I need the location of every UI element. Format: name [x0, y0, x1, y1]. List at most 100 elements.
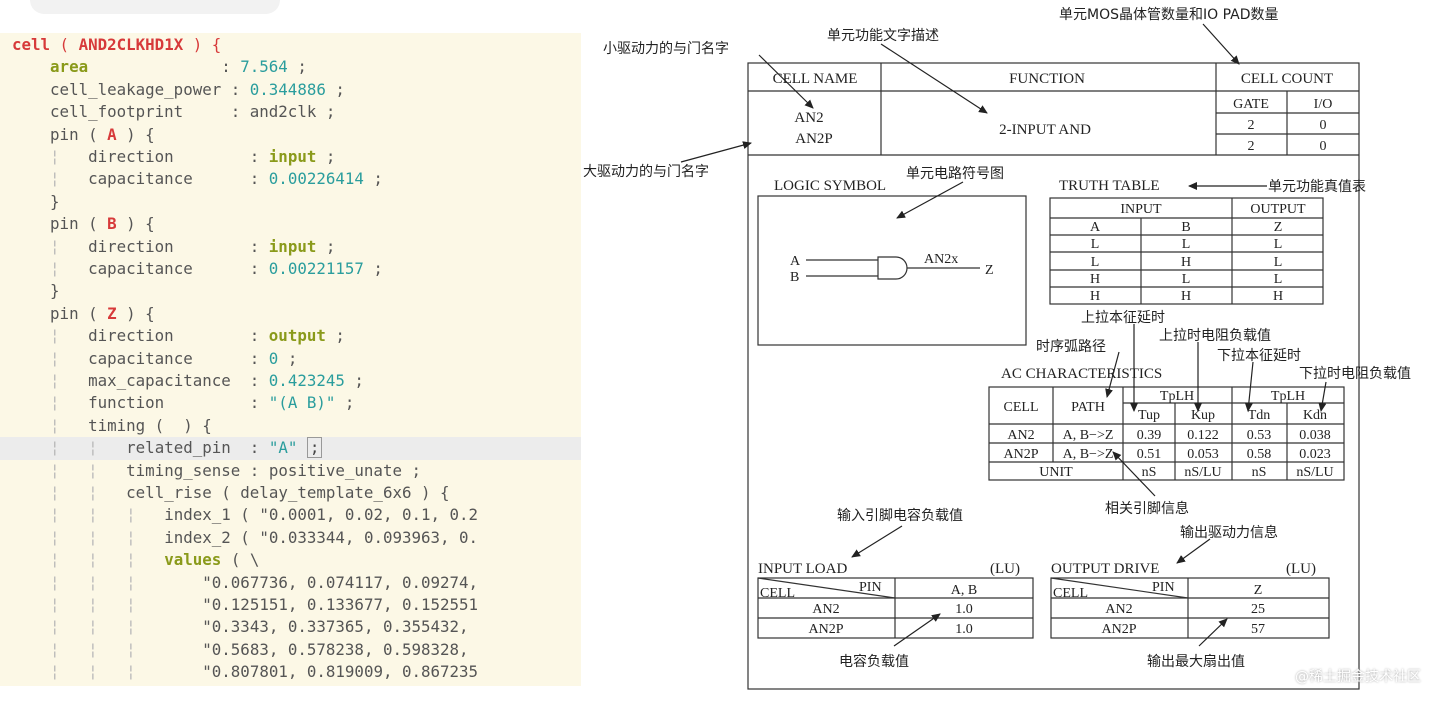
code-token — [12, 595, 50, 614]
code-token — [12, 617, 50, 636]
code-token — [12, 573, 50, 592]
code-line: ¦ max_capacitance : 0.423245 ; — [0, 370, 364, 392]
code-token — [12, 550, 50, 569]
code-line: ¦ direction : input ; — [0, 146, 335, 168]
code-token: ¦ — [50, 460, 60, 480]
code-token: ¦ — [50, 639, 60, 659]
code-line: pin ( B ) { — [0, 213, 155, 235]
code-token — [60, 573, 89, 592]
code-token: ¦ — [50, 169, 60, 189]
code-token — [12, 169, 50, 188]
ac-unit: nS/LU — [1184, 465, 1221, 480]
ac-unit: nS — [1252, 465, 1267, 480]
code-token: direction : — [59, 236, 269, 256]
code-token: ¦ — [88, 617, 98, 637]
truth-cell: H — [1090, 272, 1100, 287]
code-token: "(A B)" — [268, 393, 336, 413]
window-shadow — [30, 0, 280, 14]
truth-cell: L — [1274, 255, 1283, 270]
logic-gate-label: AN2x — [924, 252, 958, 267]
truth-col-header: B — [1181, 220, 1190, 235]
ac-cell: 0.39 — [1137, 428, 1162, 443]
code-token — [98, 550, 127, 569]
code-token: ; — [325, 79, 345, 99]
code-token — [60, 528, 89, 547]
ac-unit-label: UNIT — [1039, 465, 1073, 480]
code-token: "0.5683, 0.578238, 0.598328, — [135, 639, 469, 659]
code-line: ¦ function : "(A B)" ; — [0, 392, 354, 414]
truth-cell: L — [1091, 237, 1100, 252]
code-token: cell_footprint : and2clk ; — [12, 102, 336, 122]
code-line: ¦ capacitance : 0 ; — [0, 348, 297, 370]
liberty-code-editor[interactable]: cell ( AND2CLKHD1X ) { area : 7.564 ; ce… — [0, 33, 581, 686]
io-value-1: 0 — [1320, 118, 1327, 133]
code-line: cell_leakage_power : 0.344886 ; — [0, 79, 345, 101]
code-token: ¦ — [126, 527, 136, 547]
code-token: timing ( ) { — [59, 415, 212, 435]
truth-cell: H — [1273, 289, 1283, 304]
code-token — [297, 438, 307, 457]
code-token — [12, 147, 50, 166]
ann-pulldown-delay: 下拉本征延时 — [1217, 348, 1301, 364]
code-token — [98, 505, 127, 524]
code-token: } — [12, 191, 60, 211]
code-token: max_capacitance : — [59, 371, 269, 390]
code-token: ¦ — [88, 483, 98, 502]
code-token: ; — [344, 371, 364, 390]
code-token: "0.807801, 0.819009, 0.867235 — [135, 662, 479, 682]
code-token — [98, 595, 127, 614]
code-token: ¦ — [88, 662, 98, 682]
code-token — [60, 438, 89, 457]
code-token: ¦ — [50, 483, 60, 502]
ann-small-drive-name: 小驱动力的与门名字 — [603, 41, 729, 57]
output-drive-title: OUTPUT DRIVE — [1051, 561, 1159, 577]
code-token: ( \ — [221, 550, 260, 570]
input-load-cell: CELL — [760, 586, 795, 601]
input-load-unit: (LU) — [990, 561, 1020, 577]
code-token: 0 — [268, 348, 279, 368]
ann-input-cap: 输入引脚电容负载值 — [837, 507, 963, 524]
input-load-col: A, B — [951, 583, 977, 598]
output-drive-row-1-cell: AN2 — [1105, 602, 1132, 617]
ac-cell: A, B−>Z — [1063, 428, 1114, 443]
code-token — [12, 371, 50, 390]
code-token: "0.3343, 0.337365, 0.355432, — [135, 617, 469, 637]
ac-sub-header: Kup — [1191, 408, 1215, 423]
gate-value-1: 2 — [1248, 118, 1255, 133]
truth-table-title: TRUTH TABLE — [1059, 178, 1160, 194]
code-line: ¦ ¦ related_pin : "A" ; — [0, 437, 581, 460]
code-line: pin ( A ) { — [0, 124, 155, 146]
ac-title: AC CHARACTERISTICS — [1001, 366, 1162, 382]
cell-datasheet-diagram: 小驱动力的与门名字 单元功能文字描述 单元MOS晶体管数量和IO PAD数量 大… — [581, 0, 1439, 706]
ac-cell: 0.58 — [1247, 447, 1272, 462]
code-token: ; — [287, 57, 307, 77]
code-token: capacitance : — [59, 348, 269, 368]
code-line: cell_footprint : and2clk ; — [0, 101, 335, 123]
code-line: area : 7.564 ; — [0, 56, 307, 78]
code-token: ¦ — [50, 527, 60, 547]
ac-cell: 0.122 — [1187, 428, 1219, 443]
code-token: 0.344886 — [249, 79, 326, 99]
input-load-title: INPUT LOAD — [758, 561, 847, 577]
code-token — [136, 550, 165, 569]
ann-mos-io-count: 单元MOS晶体管数量和IO PAD数量 — [1059, 7, 1279, 23]
code-line: ¦ direction : output ; — [0, 325, 345, 347]
truth-cell: L — [1182, 272, 1191, 287]
ann-pulldown-load: 下拉时电阻负载值 — [1299, 366, 1411, 382]
cell-name-an2: AN2 — [794, 110, 823, 126]
code-token: ¦ — [50, 236, 60, 256]
code-token: cell — [12, 35, 51, 54]
code-token: ¦ — [50, 147, 60, 166]
output-drive-row-2-cell: AN2P — [1101, 622, 1136, 637]
code-token: ¦ — [126, 595, 136, 614]
code-token: ¦ — [50, 259, 60, 278]
truth-cell: L — [1182, 237, 1191, 252]
code-token: related_pin : — [97, 438, 269, 458]
code-token — [60, 640, 89, 659]
ac-unit: nS — [1142, 465, 1157, 480]
output-drive-col: Z — [1254, 583, 1263, 598]
code-token — [98, 617, 127, 636]
ac-path-header: PATH — [1071, 400, 1105, 415]
input-load-row-2-value: 1.0 — [955, 622, 973, 637]
code-token: pin ( — [12, 303, 108, 323]
